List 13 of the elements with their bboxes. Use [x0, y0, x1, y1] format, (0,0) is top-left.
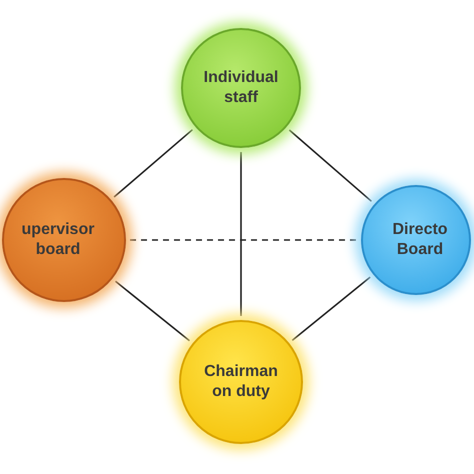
- node-label: Individual staff: [202, 68, 280, 108]
- connector-line: [130, 239, 357, 241]
- connector-line: [114, 129, 193, 198]
- circle-node: [181, 28, 301, 148]
- node-label: Directo Board: [391, 220, 449, 260]
- connector-line: [114, 280, 190, 342]
- connector-line: [288, 129, 372, 202]
- circle-node: [179, 320, 303, 444]
- circle-node: [361, 185, 471, 295]
- connector-line: [240, 152, 242, 316]
- circle-node: [2, 178, 126, 302]
- node-label: upervisor board: [20, 220, 96, 260]
- node-label: Chairman on duty: [203, 362, 279, 402]
